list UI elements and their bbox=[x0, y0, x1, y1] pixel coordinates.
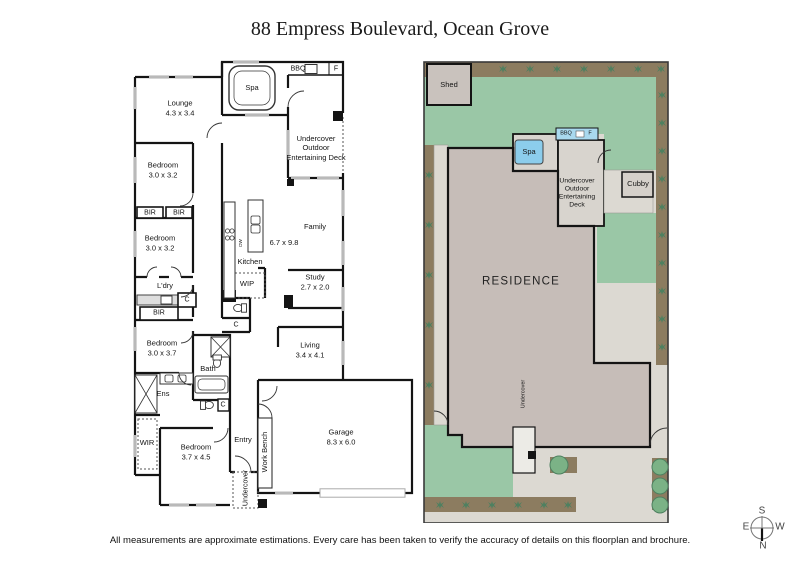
ens-vanity bbox=[159, 372, 194, 385]
trees bbox=[549, 455, 669, 514]
label-dw: DW bbox=[238, 239, 244, 247]
label-family-dims: 6.7 x 9.8 bbox=[269, 238, 299, 248]
label-undercover-site: Undercover bbox=[520, 379, 527, 409]
page-title: 88 Empress Boulevard, Ocean Grove bbox=[250, 18, 550, 40]
siteplan-drawing bbox=[423, 61, 669, 523]
bir-box bbox=[139, 306, 179, 321]
label-cupboard: C bbox=[184, 296, 190, 304]
bir-box bbox=[165, 206, 193, 219]
shed-box bbox=[426, 63, 472, 106]
compass-north: N bbox=[759, 540, 767, 552]
label-wir: WIR bbox=[139, 438, 155, 448]
label-deck-fp: Undercover Outdoor Entertaining Deck bbox=[286, 133, 346, 162]
fixtures bbox=[134, 64, 406, 498]
label-wip: WIP bbox=[239, 279, 255, 289]
site-bbq-unit bbox=[575, 130, 585, 138]
site-porch bbox=[512, 426, 536, 474]
bir-box bbox=[136, 206, 164, 219]
label-kitchen: Kitchen bbox=[237, 257, 263, 267]
label-spa-site: Spa bbox=[522, 147, 536, 157]
compass-west: W bbox=[775, 521, 785, 533]
laundry-sink bbox=[160, 295, 173, 305]
label-cupboard: C bbox=[220, 401, 226, 409]
boundary bbox=[423, 61, 669, 523]
residence-shape bbox=[446, 146, 652, 449]
cupboard-box bbox=[217, 398, 230, 412]
label-fridge-site: F bbox=[588, 130, 592, 137]
label-shed: Shed bbox=[440, 80, 458, 90]
kitchen-bench bbox=[223, 201, 236, 299]
disclaimer-text: All measurements are approximate estimat… bbox=[109, 535, 691, 546]
garage-door bbox=[319, 488, 406, 498]
label-bir: BIR bbox=[173, 209, 185, 217]
label-undercover-fp: Undercover bbox=[242, 469, 250, 507]
floorplan-walls bbox=[133, 60, 414, 507]
compass-east: E bbox=[742, 521, 750, 533]
label-spa-fp: Spa bbox=[245, 83, 259, 93]
site-door-arcs bbox=[433, 149, 668, 446]
label-ens: Ens bbox=[156, 389, 170, 399]
bbq-unit bbox=[304, 64, 318, 74]
label-ldry: L'dry bbox=[156, 281, 174, 291]
label-work-bench: Work Bench bbox=[260, 431, 270, 473]
label-bir: BIR bbox=[153, 309, 165, 317]
site-spa bbox=[514, 139, 544, 165]
label-cupboard: C bbox=[233, 321, 239, 329]
compass-south: S bbox=[758, 505, 766, 517]
label-fridge-fp: F bbox=[333, 65, 339, 73]
cubby-box bbox=[621, 171, 654, 198]
label-residence: RESIDENCE bbox=[482, 275, 560, 288]
porch-post bbox=[528, 451, 536, 459]
label-family: Family bbox=[303, 222, 327, 232]
floorplan-drawing bbox=[133, 60, 414, 509]
label-deck-site: Undercover Outdoor Entertaining Deck bbox=[558, 177, 596, 210]
side-path bbox=[433, 144, 449, 426]
windows bbox=[133, 60, 345, 507]
label-entry: Entry bbox=[234, 435, 252, 445]
toilet bbox=[200, 303, 247, 410]
work-bench-box bbox=[257, 417, 273, 489]
door-arcs bbox=[146, 90, 305, 473]
compass-rose bbox=[750, 516, 774, 541]
label-bir: BIR bbox=[144, 209, 156, 217]
label-cubby: Cubby bbox=[627, 179, 649, 189]
label-bath: Bath bbox=[200, 364, 216, 374]
label-bbq-site: BBQ bbox=[560, 130, 572, 137]
label-bbq-fp: BBQ bbox=[290, 65, 306, 73]
